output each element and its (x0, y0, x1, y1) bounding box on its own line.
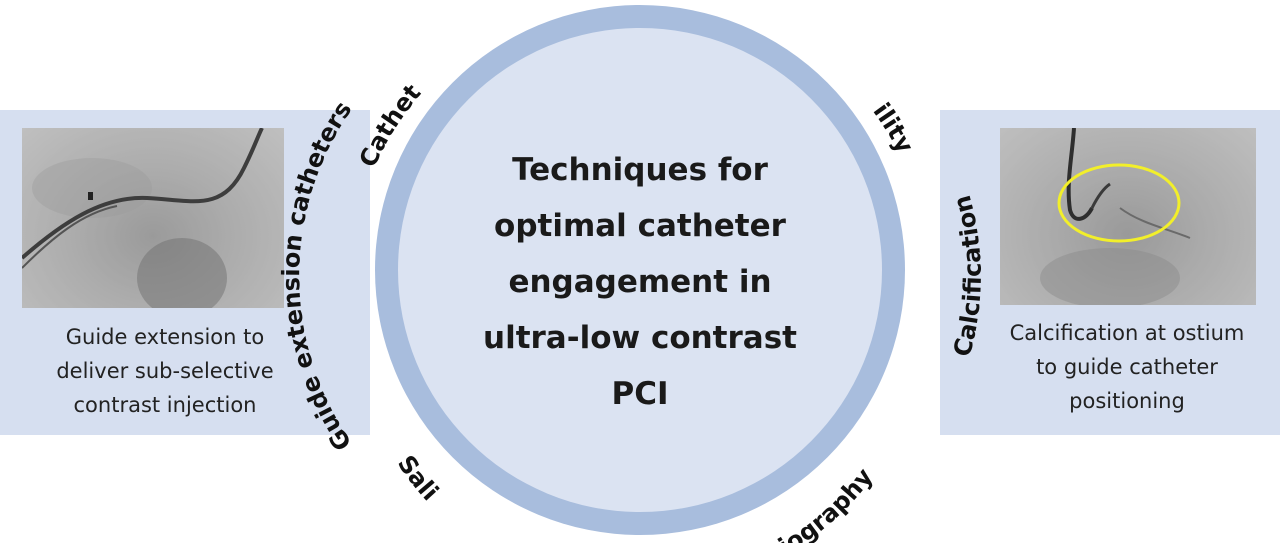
left-caption-line: Guide extension to (65, 325, 265, 349)
right-caption-line: positioning (1069, 389, 1185, 413)
svg-text:Calcification: Calcification (948, 192, 987, 359)
center-title-line: Techniques for (512, 152, 768, 188)
center-title: Techniques for optimal catheter engageme… (430, 142, 850, 422)
ring-label-guide-extension: Guide extension catheters (277, 96, 357, 456)
svg-text:Sali: Sali (392, 450, 444, 506)
ring-label-calcification: Calcification (948, 192, 987, 359)
left-caption-line: deliver sub-selective (56, 359, 274, 383)
right-panel-caption: Calcification at ostium to guide cathete… (988, 316, 1266, 418)
calcification-highlight-ellipse (1057, 163, 1181, 243)
center-title-line: PCI (611, 376, 669, 412)
center-title-line: optimal catheter (494, 208, 786, 244)
svg-text:Guide extension catheters: Guide extension catheters (277, 96, 357, 456)
right-caption-line: to guide catheter (1036, 355, 1218, 379)
right-panel: Calcification at ostium to guide cathete… (940, 110, 1280, 435)
center-title-line: engagement in (508, 264, 772, 300)
angiogram-guide-extension-drawing (22, 128, 284, 308)
inner-circle (398, 28, 882, 512)
left-panel-caption: Guide extension to deliver sub-selective… (20, 320, 310, 422)
ring-label-bottom-left: Sali (392, 450, 444, 506)
angiogram-calcification-drawing (1000, 128, 1256, 305)
angiogram-image-calcification (1000, 128, 1256, 305)
left-caption-line: contrast injection (73, 393, 257, 417)
angiogram-image-guide-extension (22, 128, 284, 308)
left-panel: Guide extension to deliver sub-selective… (0, 110, 370, 435)
right-caption-line: Calcification at ostium (1009, 321, 1245, 345)
center-title-line: ultra-low contrast (483, 320, 797, 356)
